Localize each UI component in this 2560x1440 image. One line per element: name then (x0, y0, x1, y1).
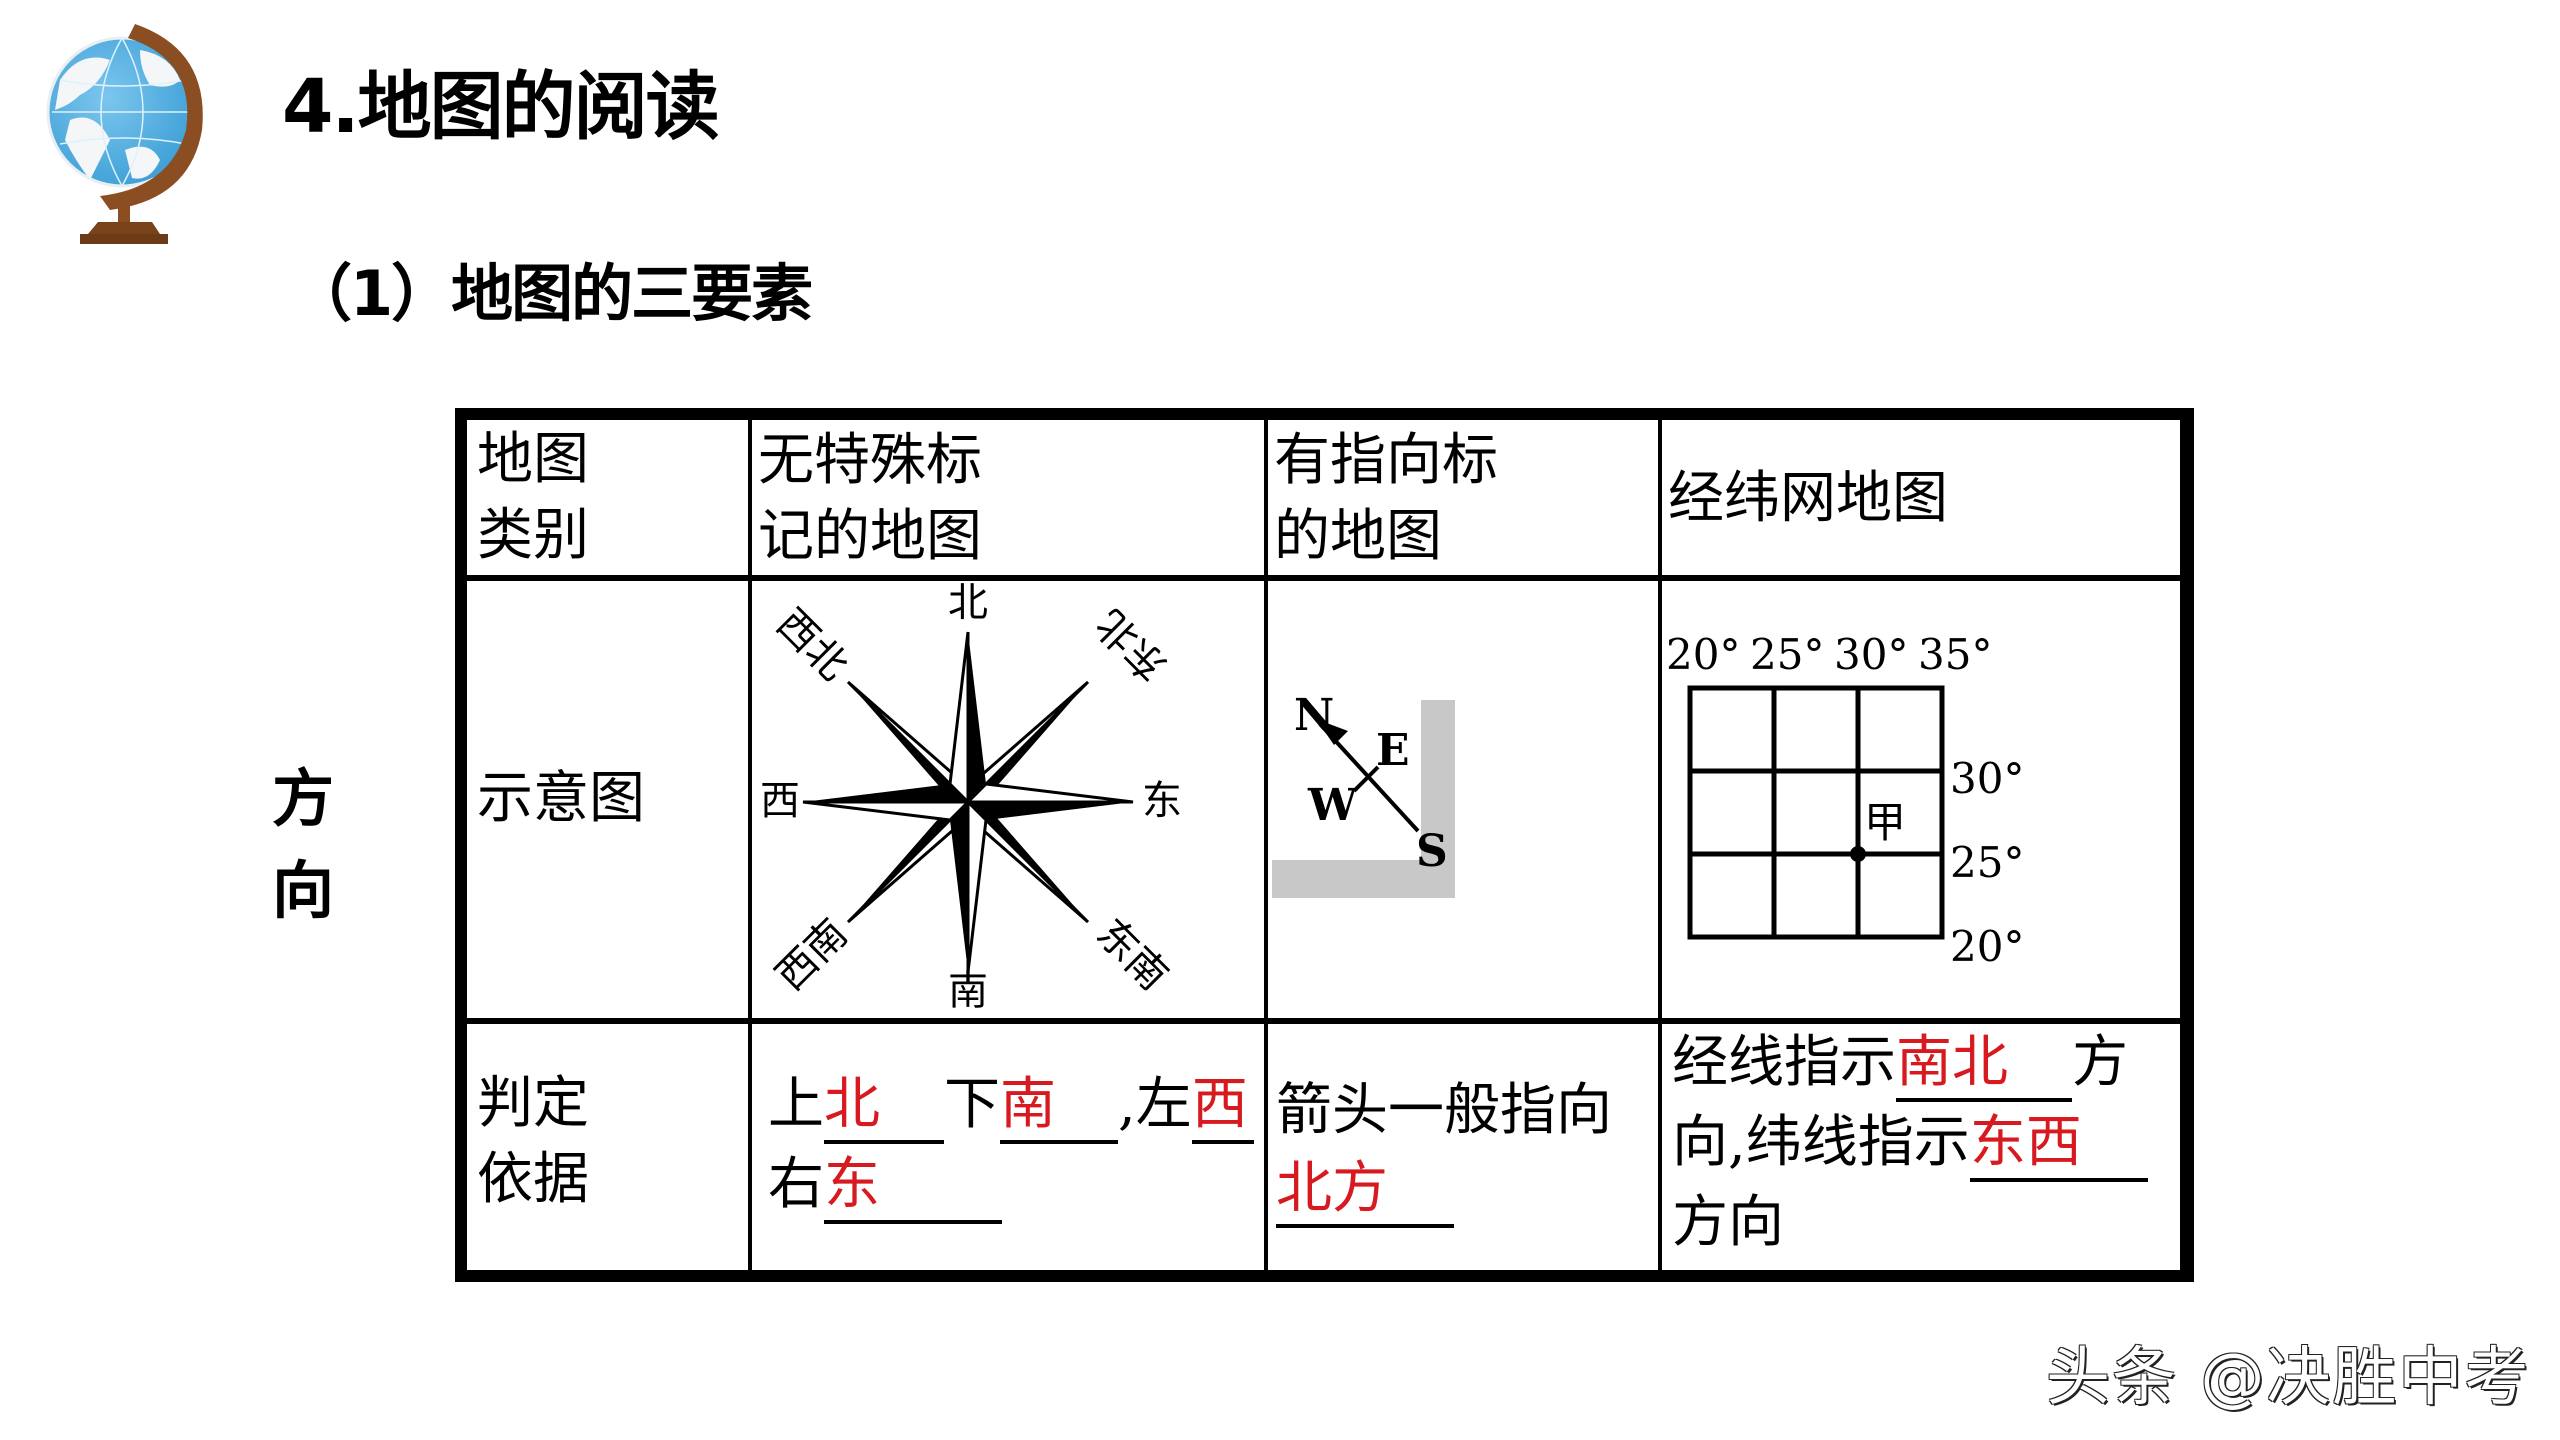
arrow-label-e: E (1376, 725, 1410, 776)
page-title: 4.地图的阅读 (282, 64, 720, 150)
longitude-label-25: 25° (1750, 630, 1825, 679)
answer-north: 北 (824, 1070, 944, 1144)
text-meridian: 经线指示 (1672, 1030, 1896, 1095)
section-subtitle: （1）地图的三要素 (290, 257, 813, 330)
point-label-jia: 甲 (1864, 798, 1907, 847)
arrow-label-n: N (1294, 690, 1335, 741)
compass-label-north: 北 (948, 581, 988, 626)
row-header-diagram: 示意图 (477, 766, 645, 831)
latitude-label-30: 30° (1950, 754, 2025, 803)
category-graticule-line1: 经纬网地图 (1668, 466, 1948, 531)
cell-basis-graticule: 经线指示南北方 向,纬线指示东西 方向 (1662, 1024, 2180, 1270)
cell-category-graticule: 经纬网地图 (1662, 420, 2180, 575)
basis-plain-line2: 右东 (768, 1146, 1002, 1224)
cell-category-header: 地图 类别 (467, 420, 748, 575)
map-elements-table: 地图 类别 无特殊标 记的地图 有指向标 的地图 经纬网地图 示意图 (455, 408, 2194, 1282)
basis-graticule-line3: 方向 (1672, 1190, 1784, 1255)
cell-diagram-graticule: 20° 25° 30° 35° 30° 25° 20° 甲 (1662, 581, 2180, 1018)
cell-diagram-header: 示意图 (467, 581, 748, 1018)
compass-label-east: 东 (1142, 778, 1182, 824)
answer-south: 南 (1000, 1070, 1118, 1144)
basis-arrow-line1: 箭头一般指向 (1276, 1078, 1612, 1143)
text-right: 右 (768, 1152, 824, 1217)
row-header-basis-line1: 判定 (477, 1071, 589, 1136)
category-plain-line1: 无特殊标 (758, 428, 982, 493)
cell-basis-plain: 上北下南,左西 右东 (752, 1024, 1264, 1270)
text-left: ,左 (1118, 1072, 1192, 1137)
arrow-label-w: W (1308, 780, 1358, 831)
text-up: 上 (768, 1072, 824, 1137)
cell-basis-header: 判定 依据 (467, 1024, 748, 1270)
watermark: 头条 @决胜中考 (2046, 1341, 2531, 1415)
basis-graticule-line2: 向,纬线指示东西 (1672, 1104, 2148, 1182)
compass-label-south: 南 (948, 968, 988, 1014)
row-header-basis-line2: 依据 (477, 1147, 589, 1212)
cell-category-arrow: 有指向标 的地图 (1268, 420, 1658, 575)
text-parallel: 向,纬线指示 (1672, 1110, 1970, 1175)
longitude-label-20: 20° (1666, 630, 1741, 679)
cell-diagram-compass: 北 南 西 东 西北 东北 西南 东南 (752, 581, 1264, 1018)
basis-graticule-line1: 经线指示南北方 (1672, 1024, 2128, 1102)
side-label-xiang: 向 (272, 854, 335, 927)
answer-west: 西 (1191, 1070, 1254, 1144)
longitude-label-30: 30° (1834, 630, 1909, 679)
answer-north-direction: 北方 (1276, 1154, 1454, 1228)
text-fang: 方 (2072, 1030, 2128, 1095)
north-arrow-icon (1316, 719, 1420, 833)
category-arrow-line2: 的地图 (1274, 504, 1442, 569)
globe-icon (40, 10, 230, 250)
category-arrow-line1: 有指向标 (1274, 428, 1498, 493)
answer-east-west: 东西 (1969, 1108, 2148, 1182)
graticule-grid-icon (1687, 685, 1945, 940)
cell-category-plain: 无特殊标 记的地图 (752, 420, 1264, 575)
basis-arrow-line2: 北方 (1276, 1150, 1454, 1228)
arrow-label-s: S (1416, 826, 1448, 877)
answer-east: 东 (824, 1150, 1002, 1224)
answer-north-south: 南北 (1896, 1028, 2072, 1102)
compass-rose-icon (802, 631, 1134, 973)
latitude-label-25: 25° (1950, 838, 2025, 887)
category-plain-line2: 记的地图 (758, 504, 982, 569)
longitude-label-35: 35° (1918, 630, 1993, 679)
compass-label-west: 西 (760, 778, 800, 824)
latitude-label-20: 20° (1950, 922, 2025, 971)
gray-frame-horizontal (1272, 860, 1455, 898)
text-down: 下 (944, 1072, 1000, 1137)
cell-diagram-arrow: N E W S (1268, 581, 1658, 1018)
basis-plain-line1: 上北下南,左西 (768, 1066, 1254, 1144)
side-label-fang: 方 (272, 762, 335, 835)
row-header-category-line1: 地图 (477, 427, 589, 492)
row-header-category-line2: 类别 (477, 503, 589, 568)
cell-basis-arrow: 箭头一般指向 北方 (1268, 1024, 1658, 1270)
